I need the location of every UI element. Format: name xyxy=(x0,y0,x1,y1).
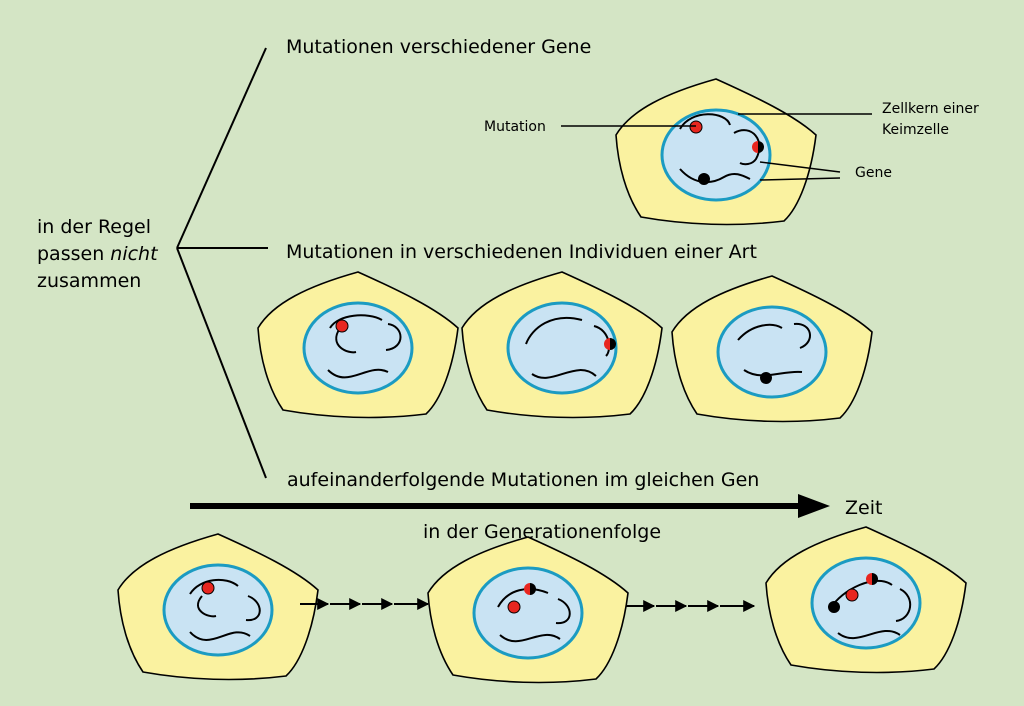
red-dot-icon xyxy=(335,319,349,333)
callout-line-gene-b xyxy=(759,177,841,181)
left-label-italic: nicht xyxy=(110,243,159,265)
half-red-half-black-dot-icon xyxy=(752,141,764,153)
callout-nucleus-line2: Keimzelle xyxy=(882,122,949,138)
callout-nucleus-line1: Zellkern einer xyxy=(882,101,979,117)
red-dot-icon xyxy=(507,600,521,614)
heading-individuals: Mutationen in verschiedenen Individuen e… xyxy=(286,241,757,263)
red-dot-icon xyxy=(689,120,703,134)
heading-genes: Mutationen verschiedener Gene xyxy=(286,36,591,58)
left-label-line2: passen nicht xyxy=(37,243,159,265)
callout-genes: Gene xyxy=(855,165,892,181)
half-red-half-black-dot-icon xyxy=(524,583,536,595)
heading-generations-line1: aufeinanderfolgende Mutationen im gleich… xyxy=(287,469,759,491)
germ-cell-icon xyxy=(460,270,664,419)
germ-cell-icon xyxy=(426,535,630,684)
germ-cell-icon xyxy=(670,274,874,423)
black-dot-icon xyxy=(698,173,710,185)
arrow-right-icon xyxy=(798,494,830,518)
germ-cell-icon xyxy=(764,525,968,674)
germ-cell-icon xyxy=(256,270,460,419)
left-label-prefix: passen xyxy=(37,243,110,265)
half-red-half-black-dot-icon xyxy=(604,338,616,350)
branch-line-genes xyxy=(176,47,267,249)
callout-mutation: Mutation xyxy=(484,119,546,135)
black-dot-icon xyxy=(760,372,772,384)
germ-cell-icon xyxy=(116,532,320,681)
red-dot-icon xyxy=(845,588,859,602)
branch-line-generations xyxy=(176,247,267,479)
left-label-line3: zusammen xyxy=(37,270,141,292)
half-red-half-black-dot-icon xyxy=(866,573,878,585)
germ-cell-icon xyxy=(614,77,818,226)
black-dot-icon xyxy=(828,601,840,613)
heading-generations-line2: in der Generationenfolge xyxy=(423,521,661,543)
left-label-line1: in der Regel xyxy=(37,216,151,238)
red-dot-icon xyxy=(201,581,215,595)
callout-line-gene-a xyxy=(759,161,841,173)
time-label: Zeit xyxy=(845,497,882,519)
